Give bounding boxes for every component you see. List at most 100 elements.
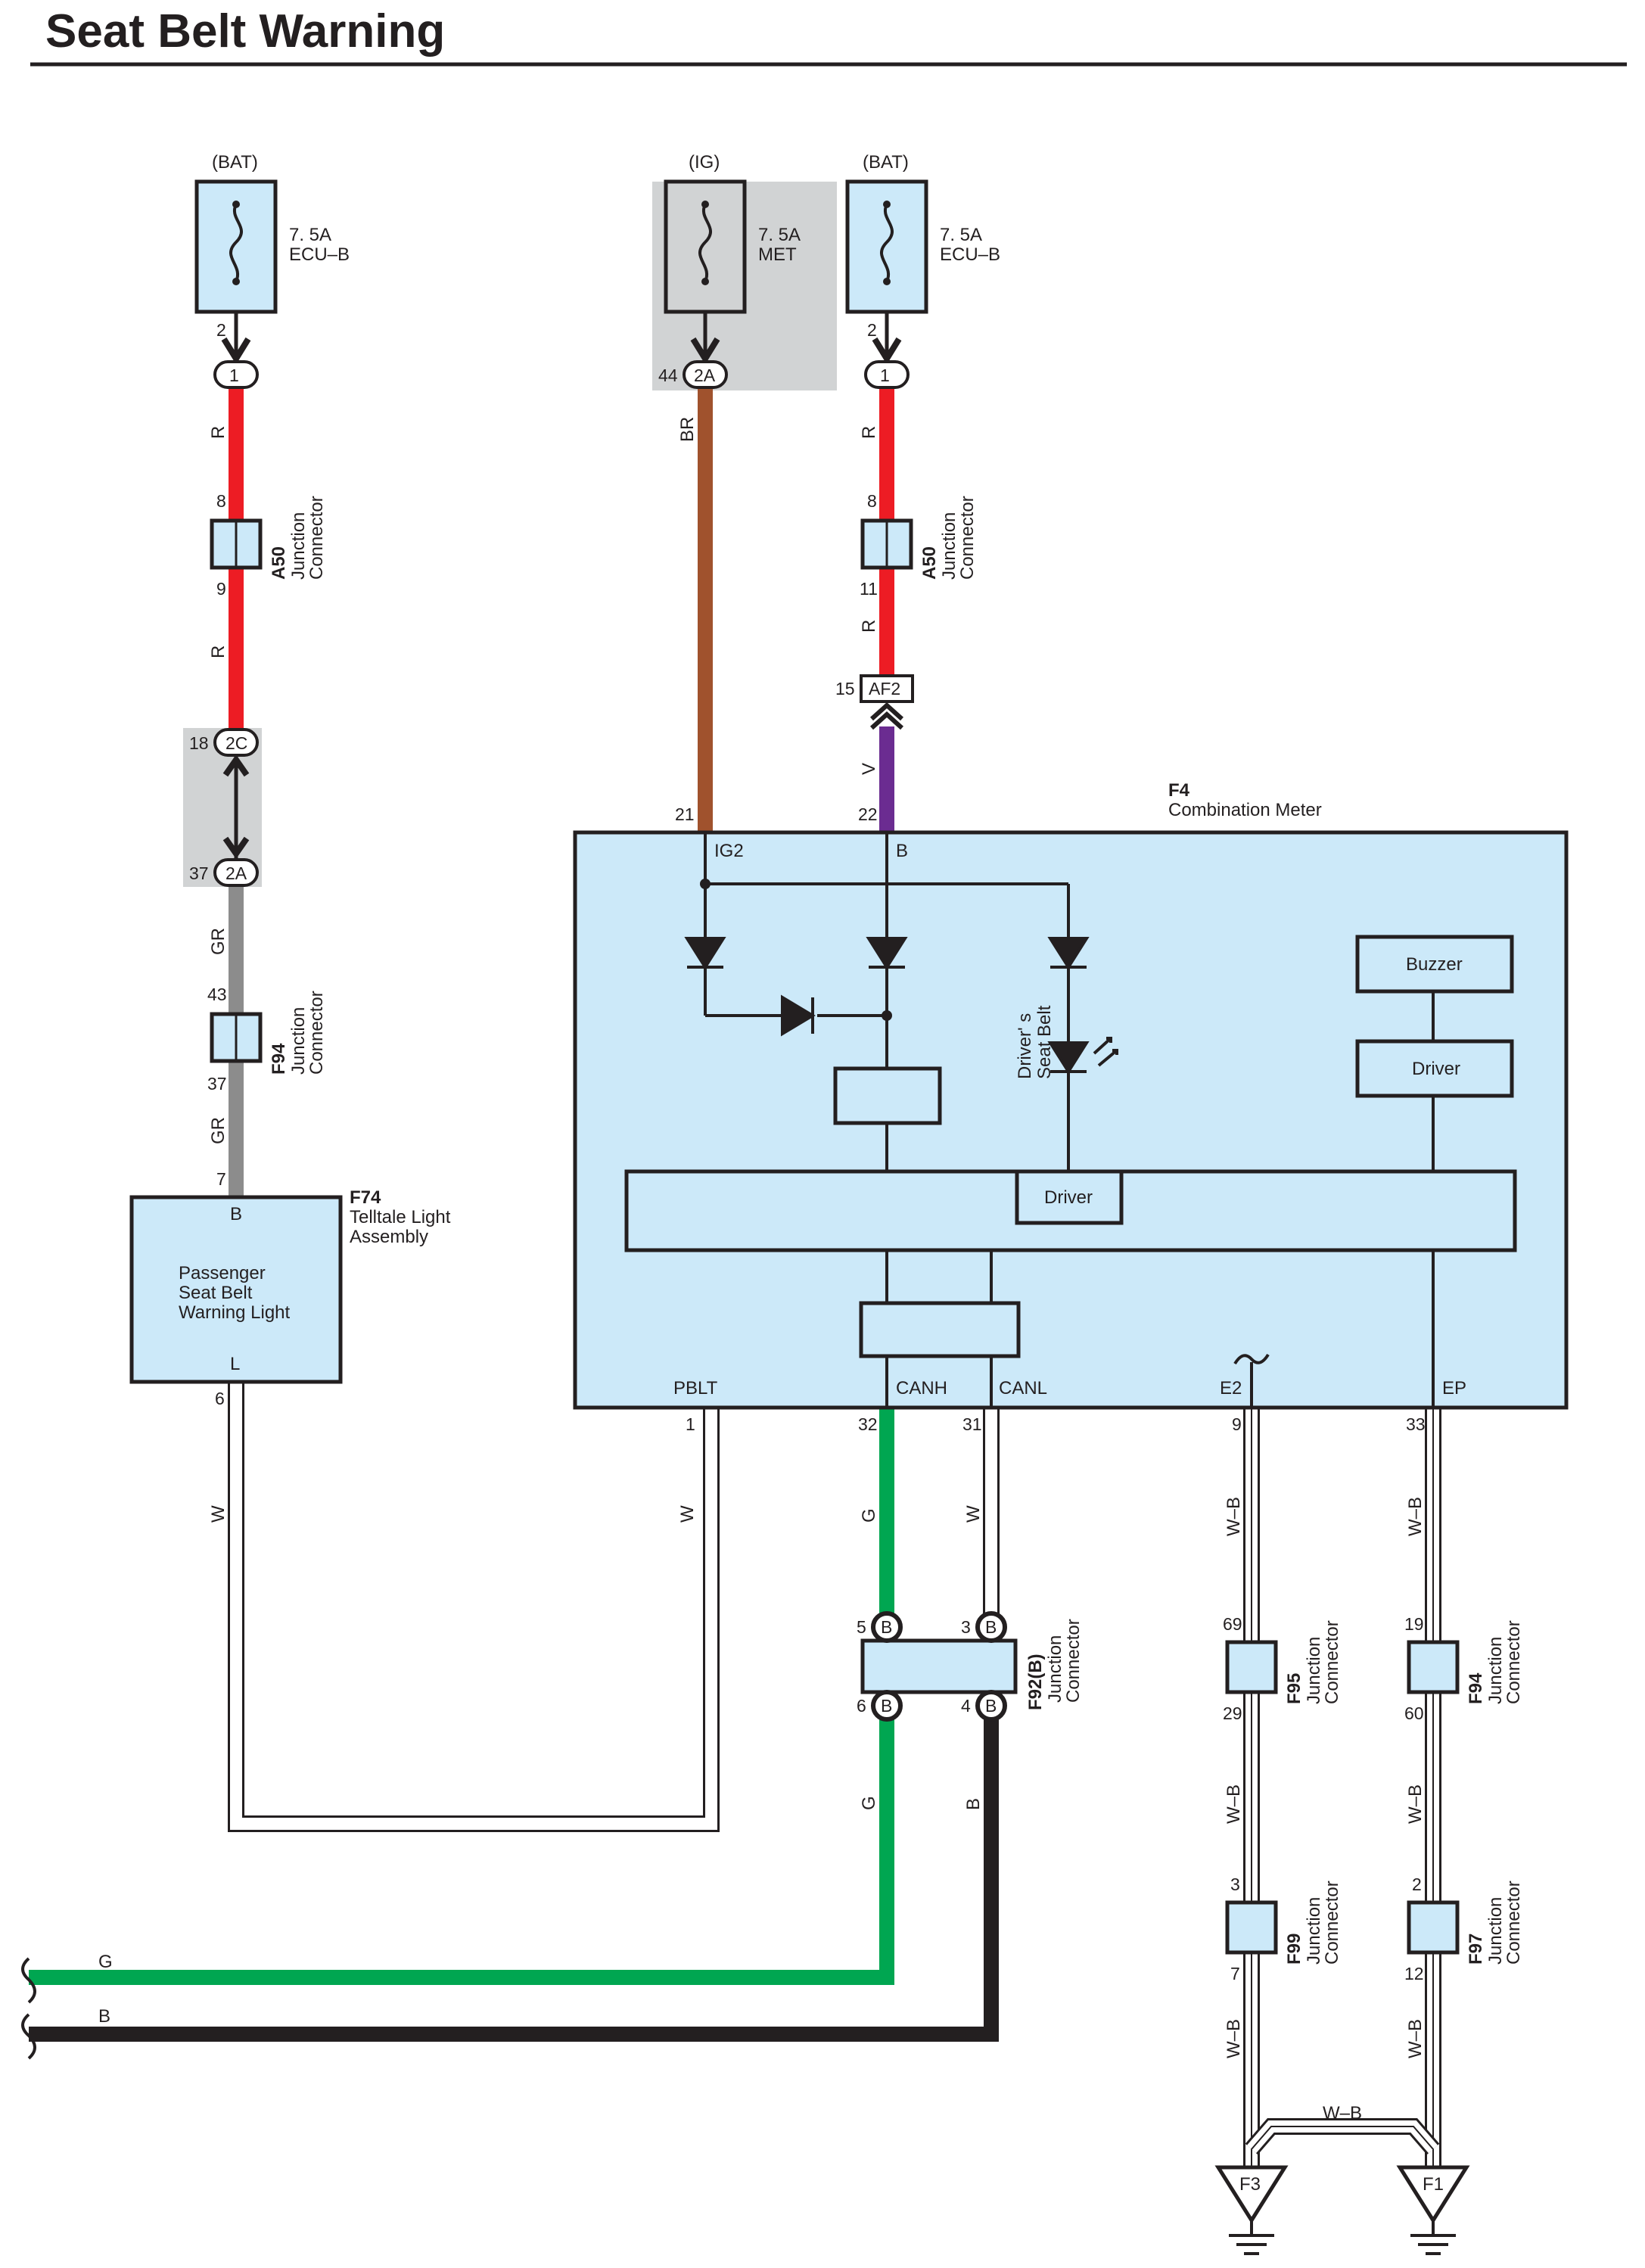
junction-line2: Connector [1322, 1881, 1342, 1965]
connector-label: AF2 [869, 679, 900, 698]
ground-f3: F3 [1214, 2165, 1289, 2255]
junction-pin-bottom: 12 [1404, 1964, 1424, 1983]
junction-pin-bottom: 7 [1230, 1964, 1240, 1983]
wire-break-mark [21, 1957, 36, 2060]
junction-line2: Connector [1504, 1620, 1524, 1704]
diode-icon [1047, 937, 1090, 970]
junction-f97: 2 12 F97 Junction Connector [1404, 1874, 1524, 1983]
fuse-conn: 1 [229, 366, 239, 385]
fuse-source-label: (IG) [689, 152, 720, 173]
f92-conn: B [985, 1696, 997, 1716]
wire-label-r: R [208, 426, 229, 439]
junction-line2: Connector [306, 496, 327, 580]
junction-f92: B B B B 5 3 6 4 F92(B) Junction Connecto… [857, 1611, 1084, 1722]
f4-b-label: B [896, 841, 908, 861]
fuse-rating: 7. 5A [758, 225, 801, 245]
wire-b-bottom [29, 1718, 999, 2042]
connector-label: 2A [225, 863, 247, 883]
fuse-middle: (IG) 7. 5A MET 44 2A [658, 152, 801, 389]
fuse-source-label: (BAT) [212, 152, 258, 173]
junction-pin-top: 8 [867, 491, 877, 511]
fuse-rating: 7. 5A [940, 225, 982, 245]
f4-buzzer-driver-box [1355, 1039, 1514, 1098]
junction-pin-bottom: 60 [1404, 1703, 1424, 1723]
connector-label: 2C [225, 733, 247, 753]
f74-pin-b: 7 [216, 1169, 226, 1189]
junction-f94-right: 19 60 F94 Junction Connector [1404, 1614, 1524, 1723]
wire-label-g: G [859, 1508, 879, 1523]
f4-code: F4 [1168, 780, 1190, 801]
f4-buzzer-label: Buzzer [1406, 954, 1463, 975]
f74-name2: Assembly [350, 1227, 428, 1247]
f4-b-pin: 22 [858, 804, 878, 824]
junction-code: F97 [1466, 1934, 1486, 1965]
ground-label: F3 [1239, 2174, 1261, 2195]
junction-line2: Connector [1063, 1619, 1084, 1703]
splice-2c-2a: 2C 18 2A 37 [189, 728, 259, 887]
junction-pin-top: 69 [1223, 1614, 1242, 1634]
wire-label-wb: W–B [1323, 2103, 1362, 2123]
diode-icon [781, 994, 816, 1037]
wire-label-gr: GR [208, 1117, 229, 1144]
diode-icon [866, 937, 908, 970]
f4-relay-box [833, 1066, 942, 1125]
f4-name: Combination Meter [1168, 800, 1322, 820]
f4-pblt-pin: 1 [686, 1414, 695, 1434]
junction-pin-bottom: 37 [207, 1074, 227, 1094]
junction-code: F94 [1466, 1672, 1486, 1704]
f4-canh-pin: 32 [858, 1414, 878, 1434]
ground-f1: F1 [1396, 2165, 1470, 2255]
junction-line1: Junction [939, 512, 959, 580]
junction-code: A50 [919, 546, 940, 580]
ground-triangle-icon [1396, 2165, 1470, 2224]
ground-label: F1 [1423, 2174, 1444, 2195]
junction-line2: Connector [306, 991, 327, 1075]
wire-label-r: R [208, 646, 229, 658]
junction-code: F92(B) [1025, 1654, 1046, 1710]
f4-ig2-label: IG2 [714, 841, 744, 861]
f4-can-box [859, 1301, 1021, 1358]
junction-pin-top: 19 [1404, 1614, 1424, 1634]
f74-pin-l: 6 [215, 1389, 225, 1408]
diode-icon [684, 937, 726, 970]
f4-pblt-label: PBLT [673, 1378, 718, 1398]
f92-pin-tr: 3 [961, 1617, 971, 1637]
f4-canl-pin: 31 [962, 1414, 982, 1434]
fuse-name: ECU–B [289, 244, 350, 265]
wire-label-wb: W–B [1405, 1497, 1426, 1536]
wire-label-wb: W–B [1405, 1784, 1426, 1824]
junction-line2: Connector [1504, 1881, 1524, 1965]
f92-conn: B [985, 1617, 997, 1637]
wire-label-wb: W–B [1224, 1784, 1244, 1824]
wire-label-wb: W–B [1224, 1497, 1244, 1536]
fuse-right: (BAT) 7. 5A ECU–B 2 1 [845, 152, 1000, 389]
wire-w-loop-inner [230, 1383, 717, 1830]
f4-canh-label: CANH [896, 1378, 947, 1398]
junction-pin-bottom: 9 [216, 579, 226, 599]
fuse-source-label: (BAT) [863, 152, 909, 173]
junction-pin-bottom: 29 [1223, 1703, 1242, 1723]
junction-line1: Junction [1304, 1637, 1324, 1704]
ground-triangle-icon [1214, 2165, 1289, 2224]
wire-g-bottom [29, 1718, 894, 1985]
component-f4: F4 Combination Meter 21 22 IG2 B [573, 780, 1569, 1434]
junction-line1: Junction [1485, 1637, 1506, 1704]
junction-line1: Junction [1304, 1897, 1324, 1965]
f4-ep-label: EP [1442, 1378, 1466, 1398]
f4-buzzer-driver-label: Driver [1412, 1059, 1460, 1079]
wire-label-r: R [859, 620, 879, 633]
wire-label-b: B [98, 2006, 110, 2027]
wire-label-g: G [859, 1796, 879, 1810]
junction-line1: Junction [288, 1007, 309, 1075]
junction-pin-top: 43 [207, 985, 227, 1004]
f4-ep-pin: 33 [1406, 1414, 1426, 1434]
f4-driver-label: Driver [1044, 1187, 1093, 1208]
junction-line1: Junction [1485, 1897, 1506, 1965]
fuse-conn: 2A [694, 366, 716, 385]
f4-driver-box [1015, 1169, 1124, 1225]
page-title: Seat Belt Warning [45, 5, 445, 58]
f74-pin-b-label: B [230, 1204, 242, 1224]
junction-pin-top: 2 [1412, 1874, 1422, 1894]
junction-code: F94 [269, 1043, 289, 1075]
